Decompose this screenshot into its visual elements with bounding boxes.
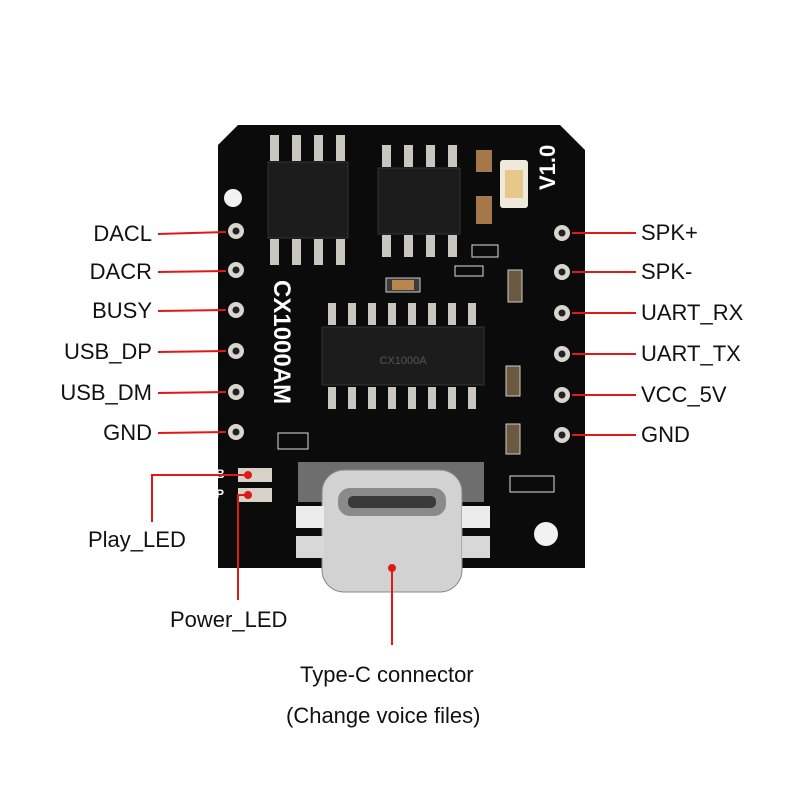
mounting-hole-bottom-right xyxy=(534,522,558,546)
pin-label-dacr: DACR xyxy=(89,259,152,284)
pin-label-vcc-5v: VCC_5V xyxy=(641,382,727,407)
pin-label-uart-rx: UART_RX xyxy=(641,300,744,325)
pin-label-spk-plus: SPK+ xyxy=(641,220,698,245)
main-chip: CX1000A xyxy=(321,303,485,409)
version-silkscreen: V1.0 xyxy=(535,145,560,190)
pin-label-uart-tx: UART_TX xyxy=(641,341,741,366)
pin-label-gnd-right: GND xyxy=(641,422,690,447)
callout-type-c-title: Type-C connector xyxy=(300,662,474,687)
chip-marking: CX1000A xyxy=(379,355,427,367)
leader-lines xyxy=(151,231,636,645)
left-header-pads xyxy=(228,223,244,440)
sop8-chip-right xyxy=(377,145,461,257)
pin-label-spk-minus: SPK- xyxy=(641,259,693,284)
pin-label-usb-dm: USB_DM xyxy=(60,380,152,405)
pin-label-usb-dp: USB_DP xyxy=(63,339,152,364)
type-c-connector xyxy=(296,462,490,593)
silk-p: P xyxy=(216,487,224,501)
callout-power-led: Power_LED xyxy=(170,607,288,632)
callout-type-c-subtitle: (Change voice files) xyxy=(286,703,481,728)
pin-label-dacl: DACL xyxy=(93,221,152,246)
sop8-chip-left xyxy=(267,135,349,265)
mounting-hole-top-left xyxy=(224,189,242,207)
callout-play-led: Play_LED xyxy=(88,527,186,552)
board-model-silkscreen: CX1000AM xyxy=(268,280,295,404)
pin-label-gnd-left: GND xyxy=(103,420,152,445)
passive-components xyxy=(277,150,555,493)
right-header-pads xyxy=(554,225,570,443)
pin-label-busy: BUSY xyxy=(92,298,152,323)
